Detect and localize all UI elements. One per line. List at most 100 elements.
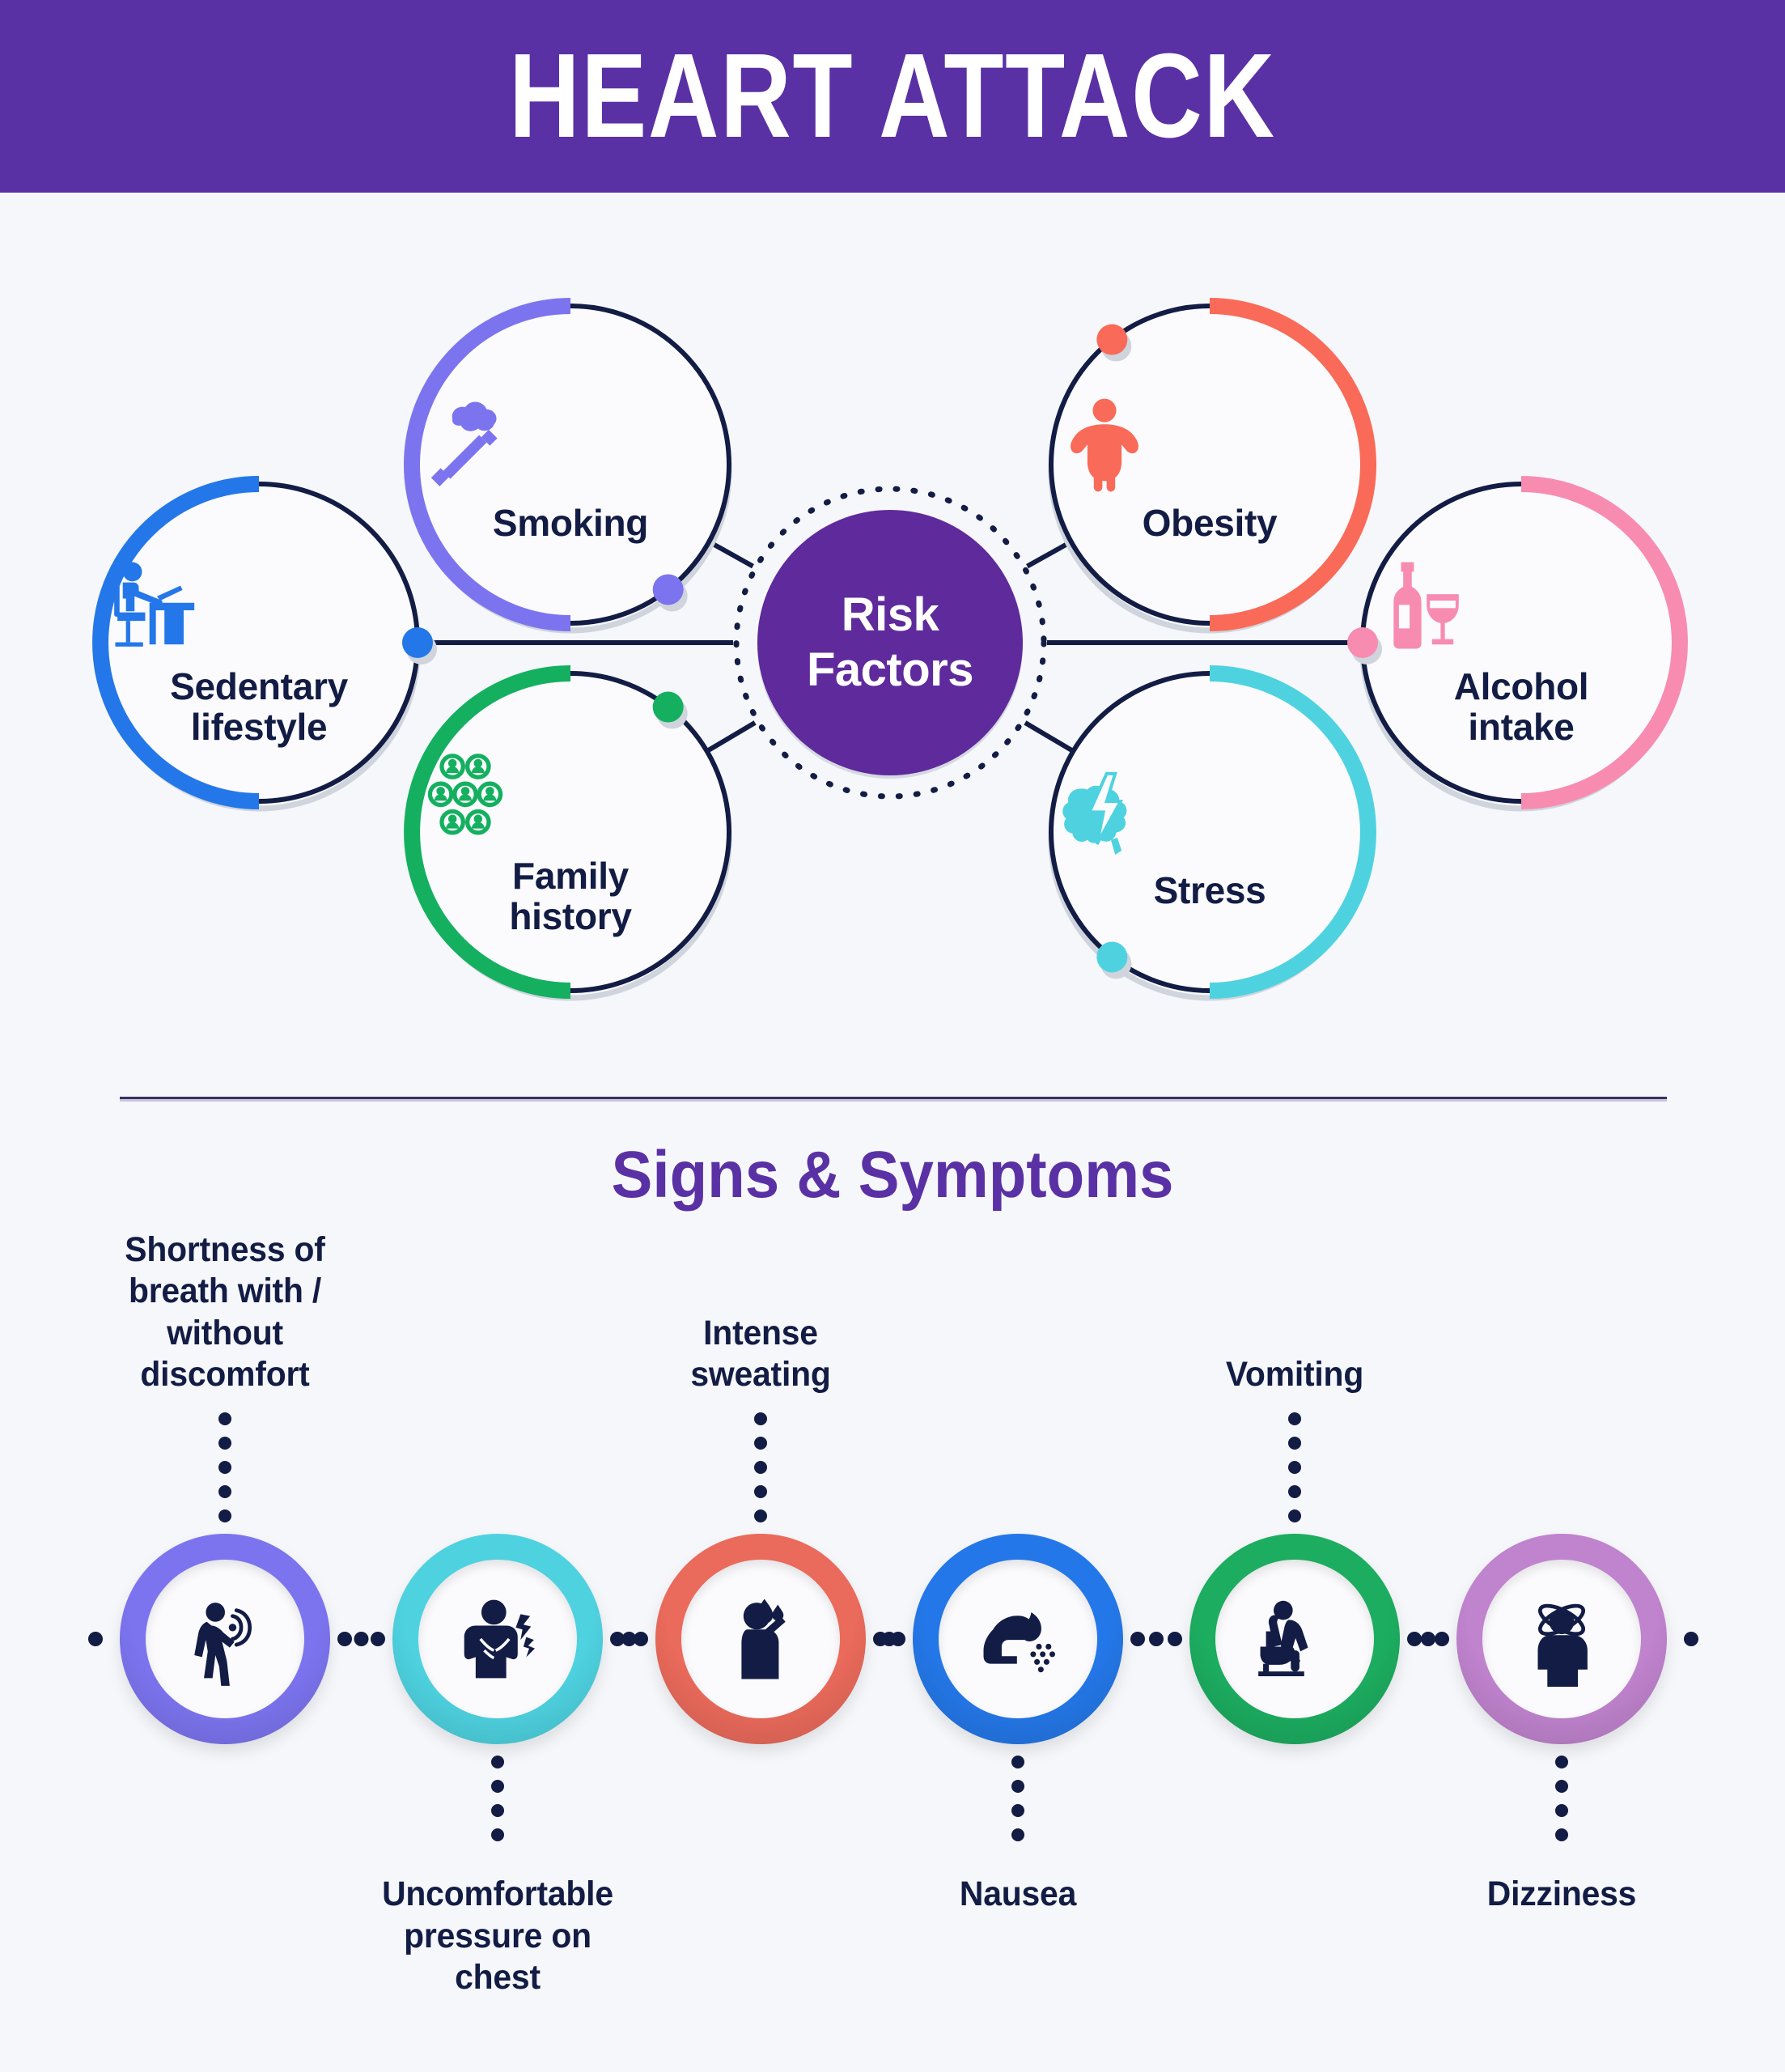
spoke-line <box>1026 539 1073 569</box>
symptom-label-line: breath with / <box>128 1272 322 1311</box>
connector-dot <box>1096 941 1128 973</box>
chest-pain-icon <box>418 1560 577 1718</box>
symptom-uncomfortable-chest-pressure[interactable] <box>392 1534 603 1744</box>
risk-factor-label-line2: intake <box>1468 705 1575 748</box>
leader-dot <box>1288 1461 1301 1474</box>
leader-dot <box>754 1461 767 1474</box>
risk-factor-label-line1: Sedentary <box>170 665 348 707</box>
symptom-nausea[interactable] <box>913 1534 1123 1744</box>
risk-factor-label-line2: lifestyle <box>190 705 328 748</box>
circle-accent-arc <box>404 665 571 999</box>
hub-circle <box>733 486 1047 800</box>
leader-dot <box>218 1461 231 1474</box>
chain-dot <box>891 1632 905 1646</box>
leader-dot <box>491 1756 504 1768</box>
hub-dotted-ring <box>733 486 1047 800</box>
symptom-label: Nausea <box>891 1874 1145 1916</box>
hub-label: Risk Factors <box>731 484 1049 801</box>
leader-dot <box>491 1780 504 1793</box>
chain-dot <box>1149 1632 1164 1646</box>
chain-dot <box>610 1632 625 1646</box>
page-title: HEART ATTACK <box>509 29 1276 163</box>
chain-dot <box>1435 1632 1449 1646</box>
circle-accent-arc <box>92 476 260 809</box>
symptom-intense-sweating[interactable] <box>655 1534 866 1744</box>
leader-dot <box>1011 1756 1024 1768</box>
hub-fill <box>757 510 1023 775</box>
leader-dot <box>218 1509 231 1522</box>
leader-dot <box>218 1485 231 1498</box>
symptom-label-line: Nausea <box>959 1875 1077 1913</box>
spoke-line <box>707 539 754 569</box>
circle-accent-arc <box>1520 476 1688 809</box>
risk-factor-label-line1: Obesity <box>1142 502 1278 544</box>
circle-accent-arc <box>404 298 571 631</box>
person-breathing-hard-icon <box>146 1560 304 1718</box>
symptom-label-line: discomfort <box>140 1355 310 1395</box>
symptom-label: Intense sweating <box>634 1314 888 1396</box>
symptom-connectors <box>88 1412 1698 1841</box>
circle-accent-arc <box>1209 665 1376 999</box>
chain-dot <box>337 1632 352 1646</box>
risk-factor-label-line1: Alcohol <box>1453 665 1589 707</box>
chain-dot <box>1684 1632 1698 1646</box>
risk-factor-label: Smoking <box>412 503 729 544</box>
symptom-label-line: without <box>167 1313 283 1352</box>
chain-dot <box>1421 1632 1435 1646</box>
risk-factor-stress[interactable]: Stress <box>1051 673 1368 991</box>
leader-dot <box>218 1437 231 1450</box>
connector-dot <box>402 627 433 658</box>
leader-dot <box>1288 1412 1301 1425</box>
leader-dot <box>491 1804 504 1817</box>
connector-dot <box>1096 324 1128 355</box>
leader-dot <box>218 1412 231 1425</box>
symptom-label-line: Shortness of <box>125 1229 325 1269</box>
section-divider <box>120 1097 1667 1099</box>
leader-dot <box>1011 1828 1024 1841</box>
risk-factor-smoking[interactable]: Smoking <box>412 306 729 623</box>
risk-factor-label-line1: Smoking <box>492 502 649 544</box>
symptom-label-line: Uncomfortable <box>382 1875 613 1913</box>
symptom-shortness-of-breath[interactable] <box>120 1534 330 1744</box>
leader-dot <box>754 1485 767 1498</box>
leader-dot <box>1555 1828 1568 1841</box>
symptom-label-line: pressure on chest <box>404 1916 591 1998</box>
header-band: HEART ATTACK <box>0 0 1785 193</box>
symptom-label-line: Intense sweating <box>690 1313 831 1395</box>
person-vomiting-toilet-icon <box>1215 1560 1374 1718</box>
symptom-vomiting[interactable] <box>1189 1534 1400 1744</box>
leader-dot <box>1555 1804 1568 1817</box>
hub-label-line2: Factors <box>806 643 974 696</box>
chain-dot <box>1168 1632 1182 1646</box>
diagram-canvas <box>92 298 1688 1001</box>
risk-factor-obesity[interactable]: Obesity <box>1051 306 1368 623</box>
leader-dot <box>754 1437 767 1450</box>
chain-dot <box>371 1632 385 1646</box>
symptom-ring <box>1456 1534 1667 1744</box>
connector-dot <box>1347 627 1378 658</box>
leader-dot <box>1288 1485 1301 1498</box>
signs-symptoms-heading: Signs & Symptoms <box>611 1138 1174 1212</box>
leader-dot <box>1555 1756 1568 1768</box>
sweating-person-icon <box>681 1560 840 1718</box>
risk-factor-label: Obesity <box>1051 503 1368 544</box>
connector-dot <box>652 574 684 605</box>
circle-accent-arc <box>1209 298 1376 631</box>
risk-factor-label: Stress <box>1051 870 1368 911</box>
symptom-label: Vomiting <box>1168 1346 1422 1396</box>
symptom-ring <box>1189 1534 1400 1744</box>
symptom-dizziness[interactable] <box>1456 1534 1667 1744</box>
spoke-line <box>1024 720 1075 754</box>
chain-dot <box>634 1632 648 1646</box>
leader-dot <box>754 1509 767 1522</box>
hub-risk-factors[interactable]: Risk Factors <box>731 484 1049 801</box>
